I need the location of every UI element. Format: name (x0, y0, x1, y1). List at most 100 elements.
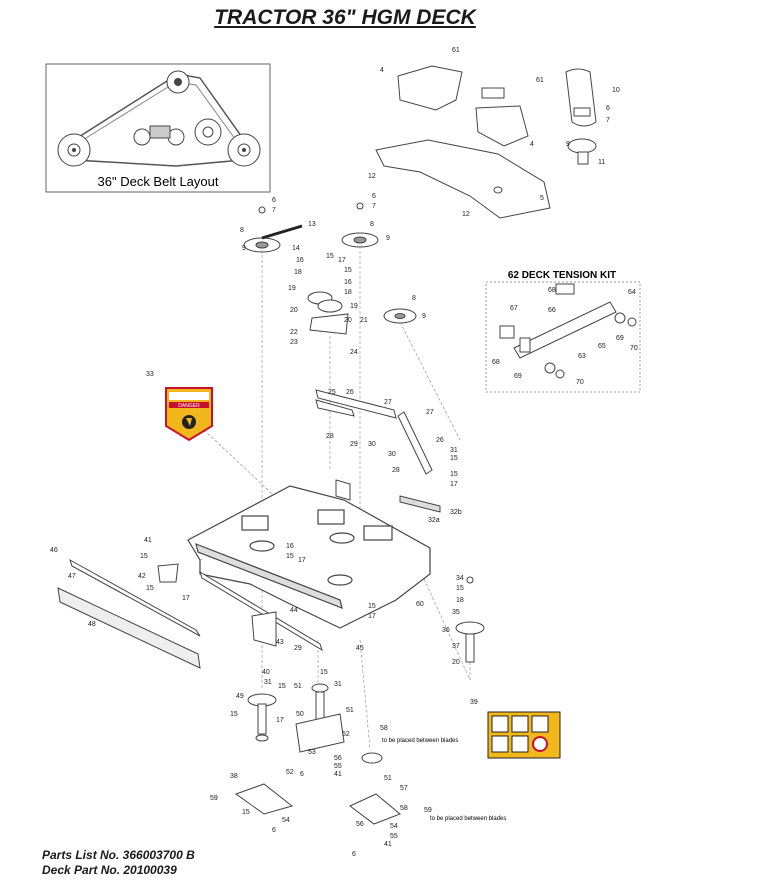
callout-number: 52 (286, 769, 294, 776)
callout-number: 41 (144, 537, 152, 544)
callout-number: 9 (386, 235, 390, 242)
callout-number: 26 (346, 389, 354, 396)
callout-number: 15 (450, 455, 458, 462)
callout-number: 12 (368, 173, 376, 180)
callout-number: 15 (320, 669, 328, 676)
callout-number: 20 (290, 307, 298, 314)
callout-number: 17 (276, 717, 284, 724)
callout-number: 17 (298, 557, 306, 564)
callout-number: 18 (344, 289, 352, 296)
callout-number: 43 (276, 639, 284, 646)
callout-number: 36 (442, 627, 450, 634)
callout-number: 58 (380, 725, 388, 732)
callout-number: 54 (282, 817, 290, 824)
callout-number: 52 (342, 731, 350, 738)
callout-number: 49 (236, 693, 244, 700)
callout-number: 15 (344, 267, 352, 274)
callout-number: 21 (360, 317, 368, 324)
callout-number: 55 (334, 763, 342, 770)
callout-number: 15 (326, 253, 334, 260)
callout-number: 5 (540, 195, 544, 202)
callout-number: 45 (356, 645, 364, 652)
callout-number: 6 (372, 193, 376, 200)
callout-number: 12 (462, 211, 470, 218)
callout-number: 34 (456, 575, 464, 582)
callout-number: 8 (240, 227, 244, 234)
callout-number: 60 (416, 601, 424, 608)
callout-number: 30 (388, 451, 396, 458)
callout-number: 61 (452, 47, 460, 54)
callout-number: 68 (548, 287, 556, 294)
callout-number: 15 (368, 603, 376, 610)
callout-number: 8 (370, 221, 374, 228)
deck-part-number: Deck Part No. 20100039 (42, 863, 177, 877)
callout-number: 50 (296, 711, 304, 718)
callout-number: 51 (294, 683, 302, 690)
callout-number: 17 (368, 613, 376, 620)
callout-number: 25 (328, 389, 336, 396)
callout-number: 41 (334, 771, 342, 778)
callout-number: 19 (350, 303, 358, 310)
callout-number: 70 (630, 345, 638, 352)
callout-number: 15 (230, 711, 238, 718)
callout-number: 26 (436, 437, 444, 444)
tension-kit-inset: 62 DECK TENSION KIT (485, 270, 641, 393)
callout-number: 44 (290, 607, 298, 614)
callout-number: 24 (350, 349, 358, 356)
callout-number: 6 (300, 771, 304, 778)
callout-number: 16 (344, 279, 352, 286)
callout-number: 17 (450, 481, 458, 488)
parts-list-footer: Parts List No. 366003700 B Deck Part No.… (42, 848, 195, 878)
callout-number: 46 (50, 547, 58, 554)
callout-number: 15 (242, 809, 250, 816)
callout-number: 6 (272, 197, 276, 204)
callout-number: 67 (510, 305, 518, 312)
belt-guard-parts (315, 389, 441, 513)
callout-number: 20 (344, 317, 352, 324)
callout-number: 54 (390, 823, 398, 830)
callout-number: 37 (452, 643, 460, 650)
note-between-blades: to be placed between blades (430, 816, 506, 822)
callout-number: 22 (290, 329, 298, 336)
callout-number: 53 (308, 749, 316, 756)
callout-number: 7 (372, 203, 376, 210)
page-title: TRACTOR 36" HGM DECK (214, 6, 476, 29)
callout-number: 31 (450, 447, 458, 454)
callout-number: 39 (470, 699, 478, 706)
callout-number: 68 (492, 359, 500, 366)
deck-housing (187, 485, 431, 629)
callout-number: 28 (392, 467, 400, 474)
spindle-blade-assemblies (234, 576, 485, 825)
callout-number: 48 (88, 621, 96, 628)
callout-number: 6 (352, 851, 356, 858)
callout-number: 15 (286, 553, 294, 560)
callout-number: 59 (210, 795, 218, 802)
callout-number: 38 (230, 773, 238, 780)
callout-number: 6 (272, 827, 276, 834)
callout-number: 31 (334, 681, 342, 688)
callout-number: 8 (412, 295, 416, 302)
callout-number: 29 (294, 645, 302, 652)
callout-number: 69 (616, 335, 624, 342)
callout-number: 35 (452, 609, 460, 616)
callout-number: 17 (182, 595, 190, 602)
callout-number: 18 (456, 597, 464, 604)
callout-number: 30 (368, 441, 376, 448)
callout-number: 7 (272, 207, 276, 214)
callout-number: 65 (598, 343, 606, 350)
callout-number: 15 (140, 553, 148, 560)
callout-number: 16 (296, 257, 304, 264)
danger-decal-text: DANGER (178, 403, 200, 409)
callout-number: 31 (264, 679, 272, 686)
callout-number: 51 (346, 707, 354, 714)
callout-number: 56 (334, 755, 342, 762)
callout-number: 59 (424, 807, 432, 814)
callout-number: 14 (292, 245, 300, 252)
callout-number: 6 (606, 105, 610, 112)
callout-number: 18 (294, 269, 302, 276)
belt-layout-caption: 36" Deck Belt Layout (98, 174, 219, 189)
tension-kit-label: 62 DECK TENSION KIT (508, 270, 616, 281)
danger-decal: DANGER (165, 387, 213, 442)
